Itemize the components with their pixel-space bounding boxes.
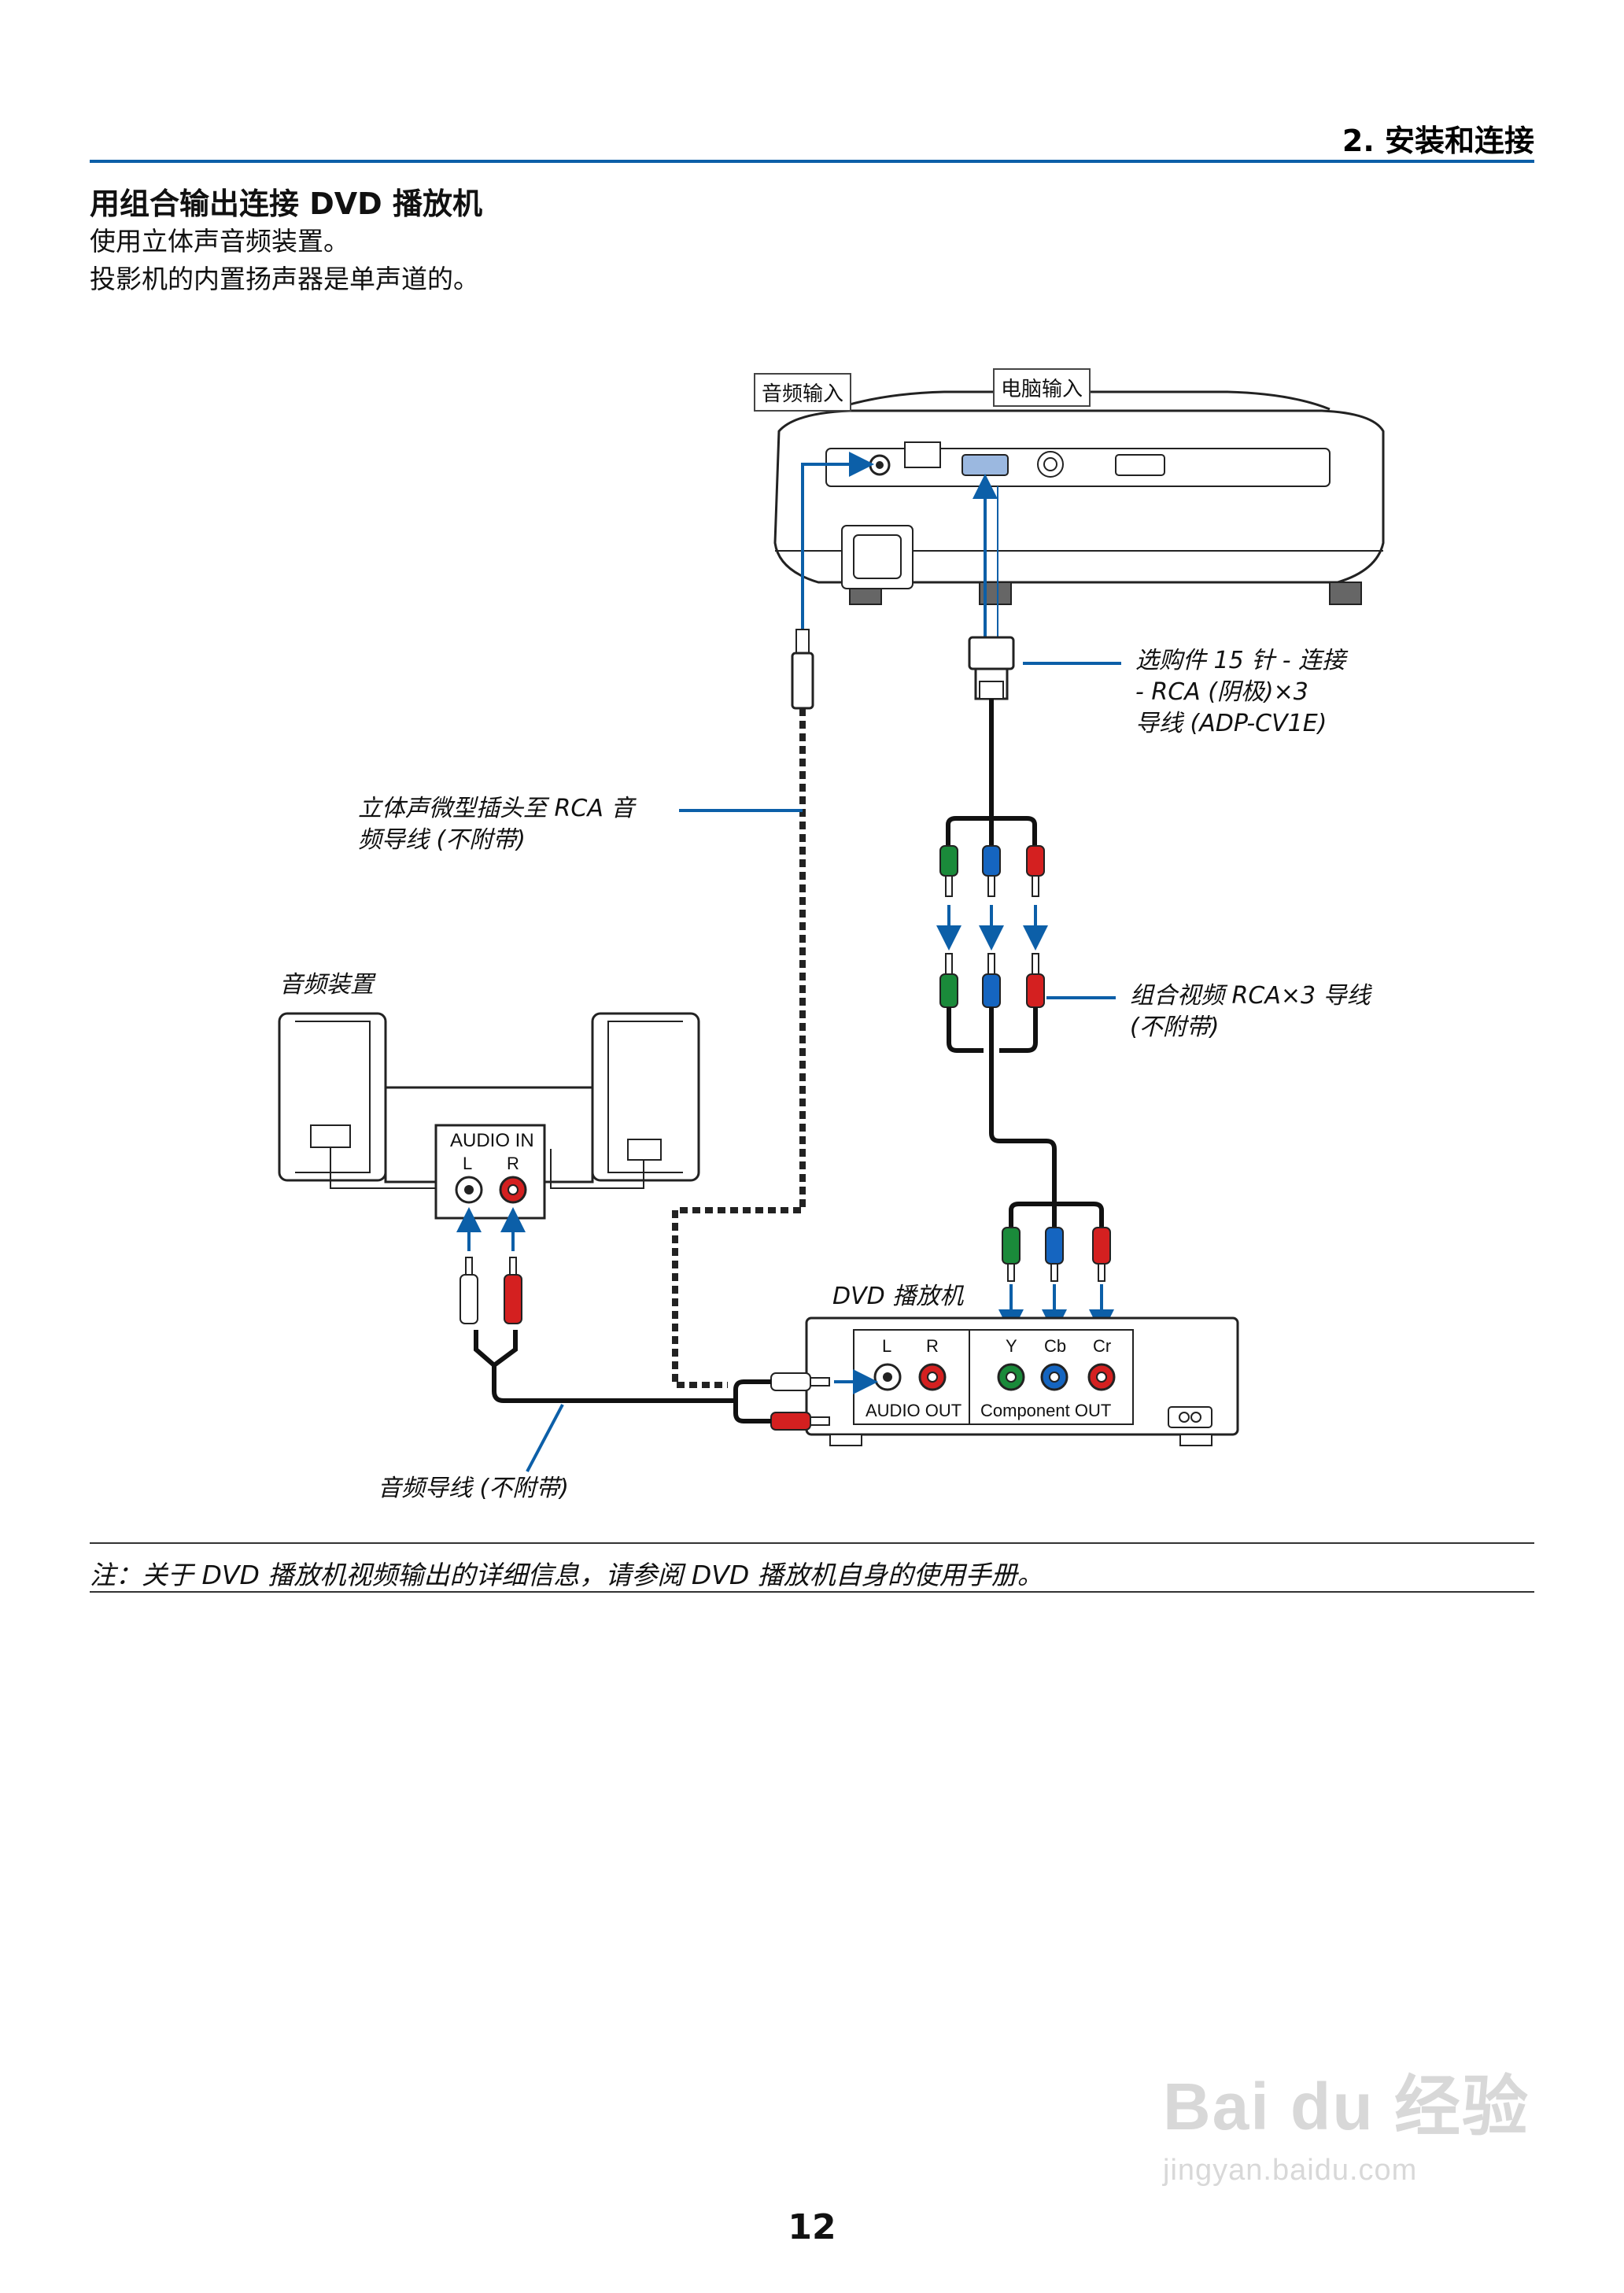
- vga-adapter-plug: [968, 636, 1015, 700]
- dvd-audio-l-label: L: [882, 1336, 892, 1356]
- dvd-cb-label: Cb: [1044, 1336, 1067, 1356]
- audio-in-label: 音频输入: [754, 373, 852, 412]
- audio-cable-leader: [526, 1404, 564, 1472]
- dvd-player-callout: DVD 播放机: [832, 1283, 964, 1310]
- adapter-rca-plugs: [939, 845, 1045, 897]
- intro-line-2: 投影机的内置扬声器是单声道的。: [90, 264, 479, 294]
- page-number: 12: [788, 2207, 836, 2247]
- projector-illustration: [773, 390, 1385, 605]
- projector-audio-connection: [801, 452, 874, 653]
- stereo-mini-cable: [672, 708, 806, 1388]
- audio-device-illustration: [278, 1012, 700, 1220]
- audio-in-panel-label: AUDIO IN: [450, 1130, 534, 1151]
- dvd-cr-label: Cr: [1093, 1336, 1112, 1356]
- page-title: 用组合输出连接 DVD 播放机: [90, 186, 482, 221]
- component-cable-bottom-plugs: [998, 1227, 1114, 1335]
- dvd-component-out-label: Component OUT: [980, 1401, 1112, 1420]
- dvd-player-illustration: [805, 1316, 1239, 1446]
- component-cable: [947, 1007, 1104, 1228]
- note-rule-top: [90, 1542, 1534, 1544]
- audio-cable: [474, 1330, 771, 1423]
- dvd-audio-r-label: R: [926, 1336, 939, 1356]
- adapter-cable: [946, 699, 1037, 846]
- join-arrows: [936, 905, 1048, 951]
- note-rule-bottom: [90, 1591, 1534, 1593]
- projector-vga-connection: [973, 474, 998, 637]
- dvd-y-label: Y: [1006, 1336, 1017, 1356]
- computer-in-label: 电脑输入: [993, 368, 1091, 407]
- intro-line-1: 使用立体声音频装置。: [90, 226, 349, 257]
- audio-in-l-label: L: [463, 1154, 473, 1173]
- section-heading: 2. 安装和连接: [1342, 124, 1534, 158]
- stereo-mini-plug: [791, 629, 814, 710]
- intro-text: 使用立体声音频装置。 投影机的内置扬声器是单声道的。: [90, 223, 479, 298]
- audio-device-plugs: [456, 1207, 526, 1324]
- watermark-logo: Bai du 经验: [1163, 2070, 1530, 2143]
- adapter-callout: 选购件 15 针 - 连接 - RCA (阴极)×3 导线 (ADP-CV1E): [1135, 647, 1346, 737]
- watermark: Bai du 经验 jingyan.baidu.com: [1163, 2054, 1530, 2188]
- dvd-audio-out-label: AUDIO OUT: [866, 1401, 962, 1420]
- footnote: 注：关于 DVD 播放机视频输出的详细信息，请参阅 DVD 播放机自身的使用手册…: [90, 1560, 1043, 1590]
- audio-device-callout: 音频装置: [279, 971, 374, 999]
- audio-in-r-label: R: [507, 1154, 519, 1173]
- component-cable-callout: 组合视频 RCA×3 导线 (不附带): [1130, 982, 1371, 1041]
- watermark-url: jingyan.baidu.com: [1163, 2154, 1418, 2187]
- header-rule: [90, 160, 1534, 163]
- mini-plug-callout: 立体声微型插头至 RCA 音 频导线 (不附带): [358, 795, 635, 854]
- component-cable-top-plugs: [939, 953, 1045, 1008]
- audio-cable-callout: 音频导线 (不附带): [378, 1475, 569, 1502]
